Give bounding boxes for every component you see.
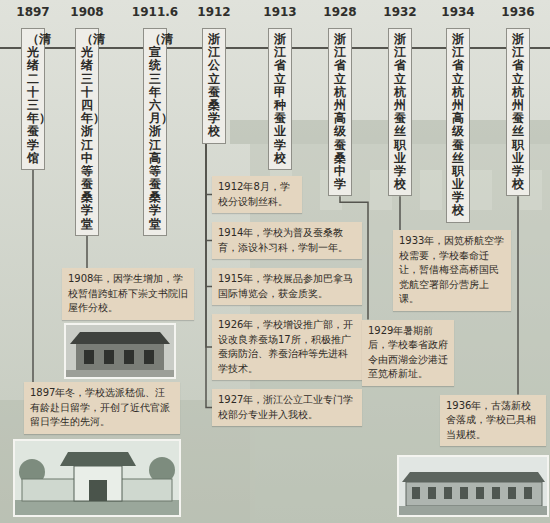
year-label: 1908: [70, 5, 103, 19]
note-text: 1915年，学校展品参加巴拿马国际博览会，获金质奖。: [218, 272, 356, 301]
event-note: 1929年暑期前后，学校奉省政府令由西湖金沙港迁至笕桥新址。: [362, 320, 454, 386]
event-note: 1908年，因学生增加，学校暂借跨虹桥下崇文书院旧屋作分校。: [62, 268, 194, 320]
building: [76, 344, 164, 370]
note-text: 1908年，因学生增加，学校暂借跨虹桥下崇文书院旧屋作分校。: [68, 272, 188, 316]
note-text: 1912年8月，学校分设制丝科。: [218, 180, 296, 209]
note-text: 1929年暑期前后，学校奉省政府令由西湖金沙港迁至笕桥新址。: [368, 324, 448, 382]
photo-ground: [66, 370, 174, 377]
school-name-column: 1908（清光绪三十四年）浙江中等蚕桑学堂: [75, 28, 99, 236]
new-campus-photo: [398, 456, 548, 516]
timeline-connector: [86, 236, 88, 268]
year-label: 1936: [501, 5, 534, 19]
school-name-column: 1936浙江省立杭州蚕丝职业学校: [506, 28, 530, 196]
faded-window: [420, 170, 442, 210]
timeline-connector: [399, 196, 401, 230]
school-name-column: 1913浙江省立甲种蚕业学校: [268, 28, 292, 170]
timeline-connector: [517, 196, 519, 394]
photo-frame: [65, 324, 175, 378]
note-text: 1936年，古荡新校舍落成，学校已具相当规模。: [446, 399, 540, 443]
gate-door: [89, 480, 107, 501]
building: [406, 482, 542, 506]
old-building-photo: [65, 324, 175, 378]
photo-frame: [398, 456, 548, 516]
year-label: 1932: [383, 5, 416, 19]
year-label: 1897: [16, 5, 49, 19]
wall: [22, 479, 172, 501]
school-name: 浙江省立杭州蚕丝职业学校: [394, 33, 406, 191]
note-text: 1933年，因笕桥航空学校需要，学校奉命迁让，暂借梅登高桥国民党航空署部分营房上…: [399, 234, 505, 307]
window: [104, 350, 114, 364]
event-note: 1936年，古荡新校舍落成，学校已具相当规模。: [440, 395, 546, 447]
note-text: 1927年，浙江公立工业专门学校部分专业并入我校。: [218, 393, 356, 422]
school-name-column: 1912浙江公立蚕桑学校: [202, 28, 226, 144]
school-name-column: 1934浙江省立杭州高级蚕丝职业学校: [446, 28, 470, 223]
window: [476, 487, 484, 499]
window: [524, 487, 532, 499]
window: [84, 350, 94, 364]
photo-frame: [14, 440, 180, 516]
photo-ground: [399, 506, 547, 515]
school-name-column: 1932浙江省立杭州蚕丝职业学校: [388, 28, 412, 196]
window: [124, 350, 134, 364]
event-note: 1914年，学校为普及蚕桑教育，添设补习科，学制一年。: [212, 222, 362, 259]
year-label: 1913: [263, 5, 296, 19]
school-name: 浙江省立杭州高级蚕桑中学: [334, 33, 346, 191]
note-text: 1926年，学校增设推广部，开设改良养蚕场17所，积极推广蚕病防治、养蚕治种等先…: [218, 318, 356, 376]
year-label: 1912: [197, 5, 230, 19]
event-note: 1926年，学校增设推广部，开设改良养蚕场17所，积极推广蚕病防治、养蚕治种等先…: [212, 314, 362, 380]
year-label: 1928: [323, 5, 356, 19]
window: [492, 487, 500, 499]
note-text: 1897年冬，学校选派嵇侃、汪有龄赴日留学，开创了近代官派留日学生的先河。: [30, 386, 174, 430]
event-note: 1915年，学校展品参加巴拿马国际博览会，获金质奖。: [212, 268, 362, 305]
school-name: （清光绪三十四年）浙江中等蚕桑学堂: [81, 33, 93, 231]
school-name: 浙江省立杭州高级蚕丝职业学校: [452, 33, 464, 218]
gate-photo: [14, 440, 180, 516]
event-note: 1897年冬，学校选派嵇侃、汪有龄赴日留学，开创了近代官派留日学生的先河。: [24, 382, 180, 434]
window: [428, 487, 436, 499]
photo-ground: [15, 500, 179, 515]
school-name: 浙江省立杭州蚕丝职业学校: [512, 33, 524, 191]
roof: [402, 472, 545, 482]
school-name: （清宣统三年六月）浙江高等蚕桑学堂: [149, 33, 161, 231]
faded-window: [470, 170, 492, 210]
window: [144, 350, 154, 364]
school-name: 浙江省立甲种蚕业学校: [274, 33, 286, 165]
event-note: 1927年，浙江公立工业专门学校部分专业并入我校。: [212, 389, 362, 426]
gate-body: [74, 466, 122, 501]
note-text: 1914年，学校为普及蚕桑教育，添设补习科，学制一年。: [218, 226, 356, 255]
window: [460, 487, 468, 499]
window: [412, 487, 420, 499]
school-name: （清光绪二十三年）蚕学馆: [27, 33, 39, 165]
timeline-connector: [32, 170, 34, 382]
roof: [70, 332, 170, 344]
school-name-column: 1897（清光绪二十三年）蚕学馆: [21, 28, 45, 170]
event-note: 1933年，因笕桥航空学校需要，学校奉命迁让，暂借梅登高桥国民党航空署部分营房上…: [393, 230, 511, 311]
school-name-column: 1911.6（清宣统三年六月）浙江高等蚕桑学堂: [143, 28, 167, 236]
year-label: 1934: [441, 5, 474, 19]
gate-roof: [60, 452, 136, 466]
school-name: 浙江公立蚕桑学校: [208, 33, 220, 139]
school-name-column: 1928浙江省立杭州高级蚕桑中学: [328, 28, 352, 196]
year-label: 1911.6: [132, 5, 178, 19]
window: [444, 487, 452, 499]
window: [508, 487, 516, 499]
event-note: 1912年8月，学校分设制丝科。: [212, 176, 302, 213]
timeline-connector: [206, 144, 212, 287]
